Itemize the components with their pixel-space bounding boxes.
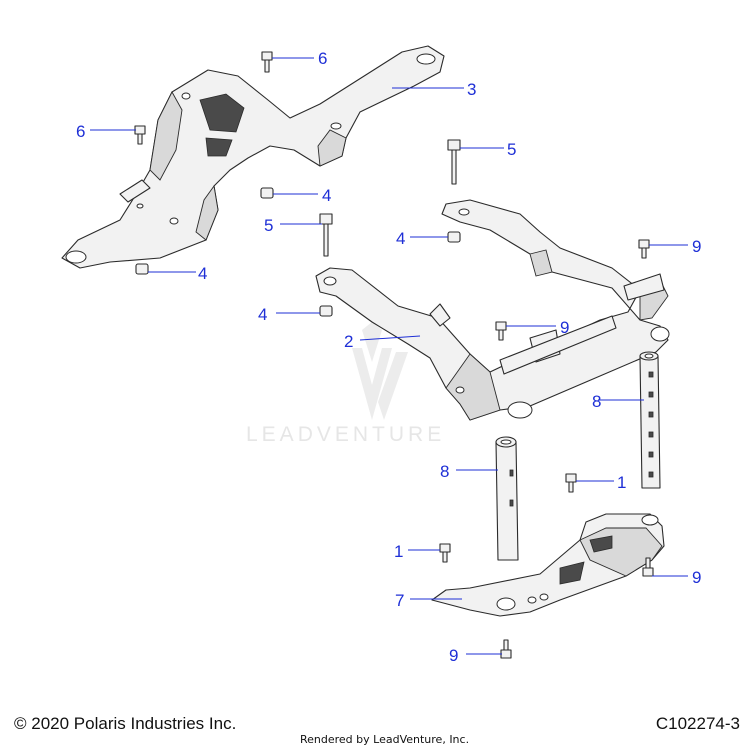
fastener-bolt-9c	[642, 557, 654, 577]
fastener-nut-4c	[447, 231, 461, 243]
fastener-bolt-6b	[134, 125, 146, 145]
part-2-subframe	[315, 199, 670, 421]
fastener-bolt-1b	[439, 543, 451, 563]
fastener-nut-4a	[260, 187, 274, 199]
watermark-logo	[352, 322, 408, 420]
fastener-bolt-9d	[500, 639, 512, 659]
copyright-text: © 2020 Polaris Industries Inc.	[14, 714, 237, 733]
callout-7: 7	[395, 591, 404, 610]
callout-4-left: 4	[258, 305, 267, 324]
callout-8-right: 8	[592, 392, 601, 411]
callout-9-mid: 9	[560, 318, 569, 337]
callout-9-top: 9	[692, 237, 701, 256]
callout-3: 3	[467, 80, 476, 99]
callout-1-left: 1	[394, 542, 403, 561]
fastener-nut-4b	[135, 263, 149, 275]
fastener-nut-4d	[319, 305, 333, 317]
part-8-spacer-right	[639, 351, 661, 489]
callout-4-lower-left: 4	[198, 264, 207, 283]
fastener-bolt-6a	[261, 51, 273, 73]
callout-5-right: 5	[507, 140, 516, 159]
callout-4-mid: 4	[396, 229, 405, 248]
part-8-spacer-left	[495, 436, 519, 561]
callout-6-left: 6	[76, 122, 85, 141]
callout-9-lower: 9	[692, 568, 701, 587]
fastener-bolt-1a	[565, 473, 577, 493]
callout-1-right: 1	[617, 473, 626, 492]
leader-lines	[90, 57, 688, 655]
part-3-frame-bracket	[61, 45, 445, 269]
fastener-bolt-5b	[319, 213, 333, 257]
callout-8-left: 8	[440, 462, 449, 481]
callout-6-top: 6	[318, 49, 327, 68]
callout-9-bottom: 9	[449, 646, 458, 665]
part-7-lower-skid	[431, 513, 665, 617]
callout-4-upper: 4	[322, 186, 331, 205]
watermark-text: LEADVENTURE	[246, 423, 445, 446]
fastener-bolt-5a	[447, 139, 461, 185]
callout-2: 2	[344, 332, 353, 351]
fastener-bolt-9a	[638, 239, 650, 259]
diagram-id: C102274-3	[655, 714, 740, 733]
fastener-bolt-9b	[495, 321, 507, 341]
rendered-by-text: Rendered by LeadVenture, Inc.	[300, 733, 470, 746]
callout-5-left: 5	[264, 216, 273, 235]
